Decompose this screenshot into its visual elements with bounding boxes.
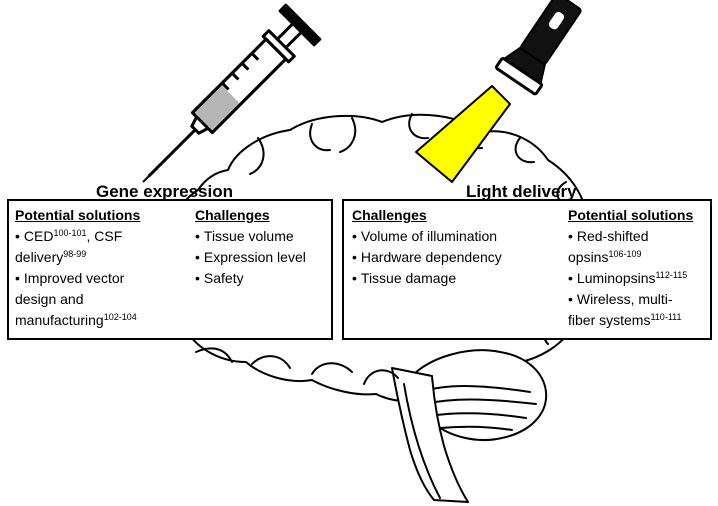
bullet-glyph: • bbox=[195, 270, 200, 286]
gene-challenges-column: Challenges •Tissue volume•Expression lev… bbox=[195, 205, 306, 289]
citation-superscript: 106-109 bbox=[608, 249, 642, 259]
gene-solutions-heading: Potential solutions bbox=[15, 207, 141, 223]
light-solution-item-line: opsins106-109 bbox=[568, 247, 693, 268]
gene-solution-item-line: •CED100-101, CSF bbox=[15, 226, 140, 247]
citation-superscript: 110-111 bbox=[650, 312, 682, 322]
gene-solution-item-text: CED bbox=[23, 228, 54, 244]
light-solution-item-text: opsins bbox=[568, 249, 609, 265]
flashlight-icon bbox=[495, 0, 582, 96]
gene-challenges-list: •Tissue volume•Expression level•Safety bbox=[195, 226, 306, 289]
gene-solution-item-line: •Improved vector bbox=[15, 268, 140, 289]
syringe-icon bbox=[142, 3, 322, 183]
citation-superscript: 98-99 bbox=[63, 249, 87, 259]
light-solutions-heading: Potential solutions bbox=[568, 207, 694, 223]
light-challenges-column: Challenges •Volume of illumination•Hardw… bbox=[352, 205, 502, 289]
bullet-glyph: • bbox=[195, 249, 200, 265]
gene-solution-item-text: Improved vector bbox=[23, 270, 125, 286]
light-solution-item-line: •Red-shifted bbox=[568, 226, 693, 247]
citation-superscript: 100-101 bbox=[53, 228, 87, 238]
citation-superscript: 102-104 bbox=[103, 312, 137, 322]
light-delivery-title: Light delivery bbox=[466, 182, 577, 201]
citation-superscript: 112-115 bbox=[655, 270, 688, 280]
gene-challenge-item: •Safety bbox=[195, 268, 306, 289]
light-challenge-item: •Volume of illumination bbox=[352, 226, 502, 247]
light-solution-item-line: •Luminopsins112-115 bbox=[568, 268, 693, 289]
bullet-glyph: • bbox=[352, 249, 357, 265]
bullet-glyph: • bbox=[352, 228, 357, 244]
gene-solution-item-line: delivery98-99 bbox=[15, 247, 140, 268]
gene-solution-item-text: delivery bbox=[15, 249, 64, 265]
light-delivery-panel: Challenges •Volume of illumination•Hardw… bbox=[342, 199, 712, 340]
bullet-glyph: • bbox=[352, 270, 357, 286]
light-solution-item-line: •Wireless, multi- bbox=[568, 289, 693, 310]
gene-solution-item-line: design and bbox=[15, 289, 140, 310]
light-challenge-item-text: Volume of illumination bbox=[360, 228, 498, 244]
bullet-glyph: • bbox=[15, 270, 20, 286]
gene-challenge-item: •Expression level bbox=[195, 247, 306, 268]
light-challenges-heading: Challenges bbox=[352, 207, 427, 223]
light-challenge-item: •Tissue damage bbox=[352, 268, 502, 289]
bullet-glyph: • bbox=[15, 228, 20, 244]
light-solution-item-line: fiber systems110-111 bbox=[568, 310, 693, 331]
light-challenge-item-text: Tissue damage bbox=[360, 270, 457, 286]
light-beam-icon bbox=[415, 85, 511, 183]
light-challenge-item-text: Hardware dependency bbox=[360, 249, 502, 265]
gene-solution-item-text: design and bbox=[15, 291, 84, 307]
light-solution-item-text: fiber systems bbox=[568, 312, 651, 328]
bullet-glyph: • bbox=[568, 228, 573, 244]
bullet-glyph: • bbox=[195, 228, 200, 244]
gene-challenge-item-text: Safety bbox=[203, 270, 244, 286]
light-challenges-list: •Volume of illumination•Hardware depende… bbox=[352, 226, 502, 289]
light-challenge-item: •Hardware dependency bbox=[352, 247, 502, 268]
gene-expression-title: Gene expression bbox=[96, 182, 234, 201]
gene-solution-item-line: manufacturing102-104 bbox=[15, 310, 140, 331]
light-solution-item-text: Wireless, multi- bbox=[576, 291, 673, 307]
gene-challenges-heading: Challenges bbox=[195, 207, 270, 223]
gene-solution-item-text: , CSF bbox=[86, 228, 123, 244]
gene-challenge-item-text: Expression level bbox=[203, 249, 306, 265]
gene-challenge-item: •Tissue volume bbox=[195, 226, 306, 247]
light-solution-item-text: Luminopsins bbox=[576, 270, 656, 286]
light-solution-item-text: Red-shifted bbox=[576, 228, 649, 244]
gene-challenge-item-text: Tissue volume bbox=[203, 228, 294, 244]
bullet-glyph: • bbox=[568, 270, 573, 286]
bullet-glyph: • bbox=[568, 291, 573, 307]
gene-solution-item-text: manufacturing bbox=[15, 312, 104, 328]
